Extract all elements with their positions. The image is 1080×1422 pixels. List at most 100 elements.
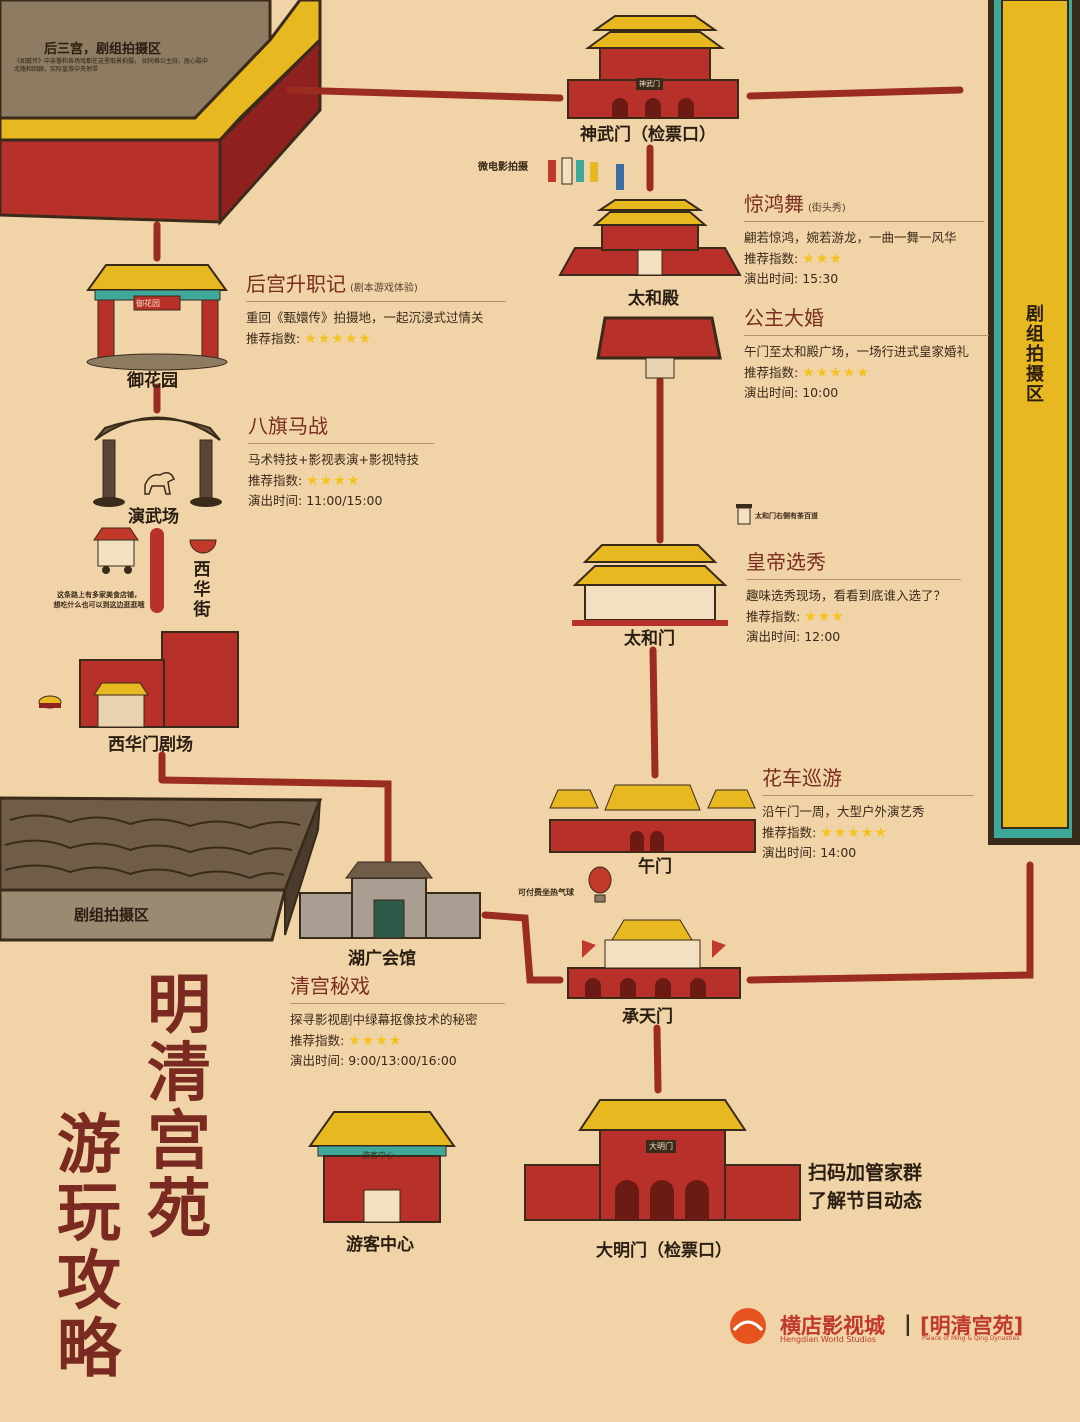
bottom-left-zone-label: 剧组拍摄区	[74, 906, 150, 924]
noodle-bowl-icon	[189, 539, 217, 554]
star-rating: ★★★★★	[820, 824, 888, 841]
yuhua-signboard: 御花园	[136, 299, 160, 308]
place-wumen[interactable]: 午门	[638, 857, 672, 877]
qr-text-1: 扫码加管家群	[808, 1162, 923, 1184]
brand-cn[interactable]: 横店影视城	[780, 1314, 885, 1338]
horse-icon	[144, 472, 175, 495]
show-subtitle: (剧本游戏体验)	[350, 283, 418, 294]
show-qinggong: 清宫秘戏 探寻影视剧中绿幕抠像技术的秘密 推荐指数: ★★★★ 演出时间: 9:…	[290, 970, 505, 1072]
bottom-left-zone	[0, 796, 323, 942]
show-title: 公主大婚	[744, 306, 824, 330]
place-chengtianmen[interactable]: 承天门	[622, 1007, 673, 1027]
wumen-building	[549, 784, 756, 853]
huguang-building	[299, 861, 481, 939]
show-desc: 趣味选秀现场，看看到底谁入选了？	[746, 588, 947, 603]
show-baqi: 八旗马战 马术特技+影视表演+影视特技 推荐指数: ★★★★ 演出时间: 11:…	[248, 410, 434, 512]
show-title: 惊鸿舞	[744, 192, 804, 216]
show-desc: 重回《甄嬛传》拍摄地，一起沉浸式过情关	[246, 310, 484, 325]
note-micro-film: 微电影拍摄	[478, 162, 528, 173]
brand-en: Hengdian World Studios	[780, 1335, 877, 1344]
show-huangdi: 皇帝选秀 趣味选秀现场，看看到底谁入选了？ 推荐指数: ★★★ 演出时间: 12…	[746, 546, 961, 648]
title-line-1: 明清宫苑	[147, 968, 211, 1247]
show-rating-label: 推荐指数:	[746, 608, 801, 624]
logo-separator: |	[904, 1312, 912, 1336]
note-balloon: 可付费坐热气球	[518, 888, 574, 897]
note-street-food: 这条路上有多家美食店铺， 想吃什么也可以到这边逛逛哦	[53, 591, 145, 609]
star-rating: ★★★★	[348, 1032, 403, 1049]
tea-cup-icon	[736, 504, 752, 525]
title-line-2: 游玩攻略	[57, 1108, 121, 1387]
show-title: 八旗马战	[248, 414, 328, 438]
place-visitor-center[interactable]: 游客中心	[346, 1235, 414, 1255]
star-rating: ★★★	[802, 250, 843, 267]
shenwu-signboard: 神武门	[636, 78, 663, 90]
yuhuayuan-building	[86, 264, 228, 371]
show-rating-label: 推荐指数:	[744, 250, 799, 266]
place-yuhuayuan[interactable]: 御花园	[127, 371, 178, 391]
right-zone-label: 剧组拍摄区	[1026, 304, 1044, 405]
food-cart-icon	[93, 527, 139, 574]
place-shenwumen[interactable]: 神武门（检票口）	[580, 125, 716, 145]
place-xihuajie[interactable]: 西华街	[193, 560, 211, 620]
show-huache: 花车巡游 沿午门一周，大型户外演艺秀 推荐指数: ★★★★★ 演出时间: 14:…	[762, 762, 974, 864]
park-en: Palace of Ming & Qing Dynasties	[922, 1335, 1020, 1342]
back-palace-label: 后三宫，剧组拍摄区	[44, 42, 162, 57]
show-time: 9:00/13:00/16:00	[348, 1053, 457, 1068]
chengtianmen-building	[567, 919, 741, 999]
visitor-signboard: 游客中心	[362, 1151, 394, 1160]
daming-signboard: 大明门	[646, 1140, 676, 1153]
route-lines	[153, 86, 1034, 1094]
show-rating-label: 推荐指数:	[762, 824, 817, 840]
shenwumen-building	[567, 15, 739, 119]
show-time-label: 演出时间:	[762, 845, 817, 860]
show-title: 清宫秘戏	[290, 974, 370, 998]
place-damingmen[interactable]: 大明门（检票口）	[596, 1241, 732, 1261]
show-time-label: 演出时间:	[744, 271, 799, 286]
star-rating: ★★★★★	[304, 330, 372, 347]
show-time: 10:00	[802, 385, 839, 400]
back-palace-block	[0, 0, 322, 226]
balloon-icon	[588, 866, 612, 903]
visitor-center-building	[308, 1111, 456, 1223]
show-desc: 沿午门一周，大型户外演艺秀	[762, 804, 925, 819]
xihuamen-building	[79, 631, 239, 728]
burger-icon	[38, 695, 62, 709]
place-yanwuchang[interactable]: 演武场	[128, 507, 179, 527]
show-rating-label: 推荐指数:	[246, 330, 301, 346]
show-time-label: 演出时间:	[746, 629, 801, 644]
place-xihuamen[interactable]: 西华门剧场	[108, 735, 193, 755]
show-time: 15:30	[802, 271, 839, 286]
star-rating: ★★★★★	[802, 364, 870, 381]
show-time-label: 演出时间:	[744, 385, 799, 400]
red-platform	[596, 316, 722, 379]
show-time-label: 演出时间:	[290, 1053, 345, 1068]
park-cn[interactable]: [明清宫苑]	[920, 1314, 1024, 1338]
qr-text-2: 了解节目动态	[808, 1190, 923, 1212]
show-time: 11:00/15:00	[306, 493, 383, 508]
star-rating: ★★★★	[306, 472, 361, 489]
show-rating-label: 推荐指数:	[744, 364, 799, 380]
back-palace-note: 《如懿传》中亲眷和各场戏都在这里取景拍摄， 如同格公主府、居心殿中北路和回廊，实…	[14, 58, 208, 73]
show-time-label: 演出时间:	[248, 493, 303, 508]
note-tea: 太和门右侧有茶百道	[755, 512, 818, 520]
show-rating-label: 推荐指数:	[290, 1032, 345, 1048]
show-subtitle: (街头秀)	[808, 203, 846, 214]
show-gongzhu: 公主大婚 午门至太和殿广场，一场行进式皇家婚礼 推荐指数: ★★★★★ 演出时间…	[744, 302, 989, 404]
yanwuchang-building	[93, 416, 222, 507]
place-taihemen[interactable]: 太和门	[624, 629, 675, 649]
star-rating: ★★★	[804, 608, 845, 625]
place-huguang[interactable]: 湖广会馆	[348, 949, 416, 969]
show-desc: 探寻影视剧中绿幕抠像技术的秘密	[290, 1012, 478, 1027]
show-title: 后宫升职记	[246, 272, 346, 296]
place-taihedian[interactable]: 太和殿	[628, 289, 679, 309]
show-desc: 翩若惊鸿，婉若游龙，一曲一舞一风华	[744, 230, 957, 245]
show-rating-label: 推荐指数:	[248, 472, 303, 488]
right-shooting-zone	[988, 0, 1080, 845]
show-houhong: 后宫升职记(剧本游戏体验) 重回《甄嬛传》拍摄地，一起沉浸式过情关 推荐指数: …	[246, 268, 506, 349]
show-desc: 马术特技+影视表演+影视特技	[248, 452, 419, 467]
taihemen-building	[572, 544, 728, 626]
taihedian-building	[558, 199, 742, 276]
show-title: 皇帝选秀	[746, 550, 826, 574]
